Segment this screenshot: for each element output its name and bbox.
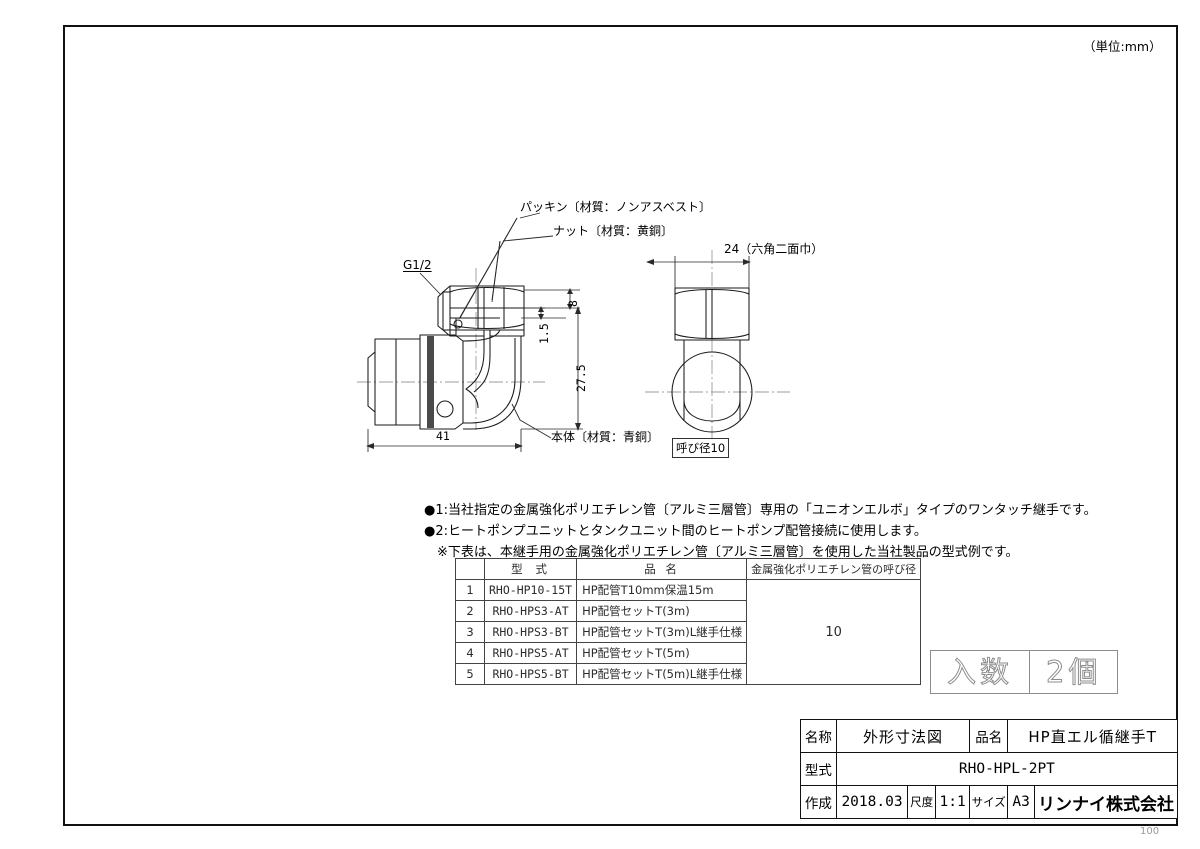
header-model: 型 式	[483, 558, 578, 580]
callout-nut: ナット〔材質：黄銅〕	[553, 224, 674, 238]
table-row: 5 RHO-HPS5-BT HP配管セットT(5m)L継手仕様	[455, 663, 921, 685]
quantity-label: 入数	[946, 655, 1014, 690]
title-created-label: 作成	[800, 785, 837, 819]
title-size-label: サイズ	[969, 785, 1009, 819]
notes-block: ●1:当社指定の金属強化ポリエチレン管〔アルミ三層管〕専用の「ユニオンエルボ」タ…	[424, 500, 1184, 563]
header-diameter: 金属強化ポリエチレン管の呼び径	[746, 558, 922, 580]
row-name: HP配管T10mm保温15m	[576, 579, 748, 601]
title-product-label: 品名	[969, 719, 1009, 753]
title-row-name: 名称 外形寸法図 品名 HP直エル循継手T	[800, 719, 1178, 753]
row-no: 3	[455, 621, 485, 643]
note-1: ●1:当社指定の金属強化ポリエチレン管〔アルミ三層管〕専用の「ユニオンエルボ」タ…	[424, 503, 1097, 518]
callout-body: 本体〔材質：青銅〕	[551, 430, 660, 444]
title-model-label: 型式	[800, 752, 837, 786]
note-3: ※下表は、本継手用の金属強化ポリエチレン管〔アルミ三層管〕を使用した当社製品の型…	[437, 545, 1019, 560]
quantity-value: 2個	[1029, 651, 1117, 693]
row-diameter-merged: 10	[746, 579, 922, 685]
callout-thread-g12: G1/2	[403, 258, 432, 272]
row-name: HP配管セットT(3m)L継手仕様	[576, 621, 748, 643]
title-name-label: 名称	[800, 719, 837, 753]
row-model: RHO-HP10-15T	[483, 579, 578, 601]
title-company: リンナイ株式会社	[1034, 785, 1178, 819]
table-row: 4 RHO-HPS5-AT HP配管セットT(5m)	[455, 642, 921, 664]
row-name: HP配管セットT(5m)	[576, 642, 748, 664]
callout-hex-width: 24（六角二面巾）	[724, 242, 824, 256]
title-product-value: HP直エル循継手T	[1007, 719, 1178, 753]
row-no: 1	[455, 579, 485, 601]
title-size-value: A3	[1007, 785, 1035, 819]
dimension-1-5: 1.5	[537, 323, 551, 344]
dimension-8: 8	[566, 300, 580, 307]
sheet-corner-number: 100	[1140, 826, 1160, 837]
row-name: HP配管セットT(5m)L継手仕様	[576, 663, 748, 685]
header-no	[455, 558, 485, 580]
title-block: 名称 外形寸法図 品名 HP直エル循継手T 型式 RHO-HPL-2PT 作成 …	[800, 719, 1179, 819]
quantity-box: 入数 2個	[930, 650, 1119, 694]
title-row-model: 型式 RHO-HPL-2PT	[800, 752, 1179, 786]
company-suffix: 株式会社	[1106, 794, 1174, 815]
row-model: RHO-HPS5-AT	[483, 642, 578, 664]
note-2: ●2:ヒートポンプユニットとタンクユニット間のヒートポンプ配管接続に使用します。	[424, 524, 927, 539]
unit-note: （単位:mm）	[1083, 39, 1162, 54]
title-scale-label: 尺度	[907, 785, 936, 819]
row-model: RHO-HPS3-AT	[483, 600, 578, 622]
row-no: 2	[455, 600, 485, 622]
row-no: 5	[455, 663, 485, 685]
table-row: 1 RHO-HP10-15T HP配管T10mm保温15m 10	[455, 579, 922, 685]
title-name-value: 外形寸法図	[835, 719, 971, 753]
title-model-value: RHO-HPL-2PT	[835, 752, 1179, 786]
row-name: HP配管セットT(3m)	[576, 600, 748, 622]
header-name: 品 名	[576, 558, 748, 580]
drawing-frame	[63, 25, 1178, 826]
row-model: RHO-HPS5-BT	[483, 663, 578, 685]
title-row-meta: 作成 2018.03 尺度 1:1 サイズ A3 リンナイ株式会社	[800, 785, 1178, 819]
title-scale-value: 1:1	[934, 785, 971, 819]
callout-packing: パッキン〔材質：ノンアスベスト〕	[520, 200, 712, 214]
table-row: 2 RHO-HPS3-AT HP配管セットT(3m)	[455, 600, 921, 622]
callout-nominal-diameter: 呼び径10	[672, 438, 730, 458]
model-table: 型 式 品 名 金属強化ポリエチレン管の呼び径 1 RHO-HP10-15T H…	[455, 558, 922, 685]
row-no: 4	[455, 642, 485, 664]
dimension-27-5: 27.5	[574, 364, 588, 392]
title-created-value: 2018.03	[835, 785, 909, 819]
dimension-41: 41	[436, 429, 450, 443]
company-brand: リンナイ	[1038, 794, 1106, 815]
row-model: RHO-HPS3-BT	[483, 621, 578, 643]
table-header-row: 型 式 品 名 金属強化ポリエチレン管の呼び径	[455, 558, 922, 580]
